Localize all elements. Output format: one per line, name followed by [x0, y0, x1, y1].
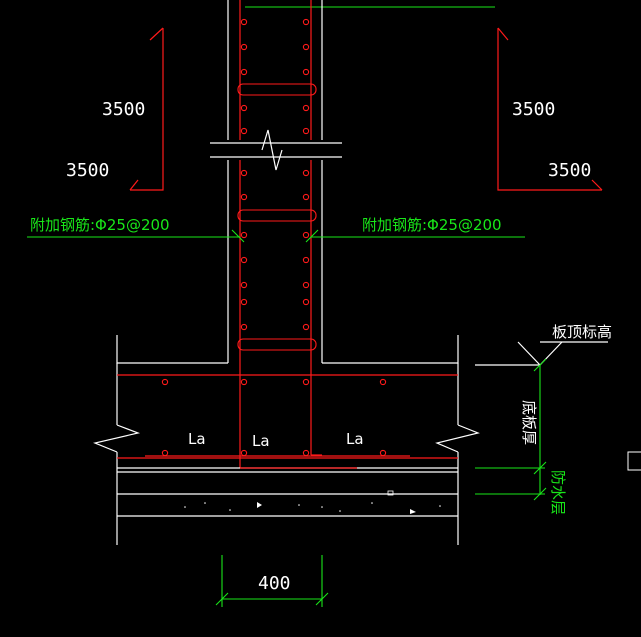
slab-rebar — [117, 374, 458, 469]
anchor-length-right: La — [346, 430, 364, 448]
stirrup — [237, 338, 317, 351]
stirrup — [237, 83, 317, 96]
slab-break-right — [435, 424, 480, 453]
waterproof-layer-label: 防水层 — [549, 470, 567, 515]
elevation-annotation — [475, 341, 608, 501]
board-top-elevation: 板顶标高 — [552, 323, 612, 341]
wall-rebar — [237, 0, 317, 468]
dim-3500-left-lower: 3500 — [66, 160, 109, 181]
additional-rebar-left — [130, 28, 164, 191]
stirrup — [237, 209, 317, 222]
rebar-note-right: 附加钢筋:Φ25@200 — [362, 216, 502, 234]
edge-marker — [627, 451, 641, 471]
dim-3500-left-upper: 3500 — [102, 99, 145, 120]
dim-3500-right-upper: 3500 — [512, 99, 555, 120]
base-thickness-label: 底板厚 — [520, 400, 538, 445]
wall-width-label: 400 — [258, 573, 291, 594]
dim-3500-right-lower: 3500 — [548, 160, 591, 181]
width-dimension — [215, 555, 329, 607]
additional-rebar-right — [497, 28, 602, 191]
base-slab — [93, 335, 480, 545]
anchor-length-center: La — [252, 432, 270, 450]
rebar-note-left: 附加钢筋:Φ25@200 — [30, 216, 170, 234]
break-symbol — [261, 129, 283, 171]
rebar-dots — [240, 18, 310, 331]
elevation-marker — [517, 341, 563, 366]
anchor-length-left: La — [188, 430, 206, 448]
concrete-hatch — [184, 490, 441, 514]
wall — [210, 0, 342, 363]
slab-break-left — [93, 424, 141, 453]
